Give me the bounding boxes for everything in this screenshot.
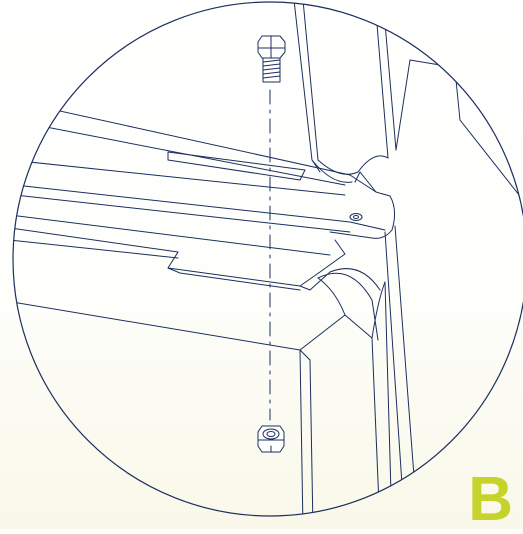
hex-bolt-icon: [258, 36, 285, 82]
bolt-hole: [350, 214, 362, 221]
detail-callout-label: B: [468, 469, 513, 531]
upper-frame-rails: [294, 0, 490, 182]
horizontal-extrusion: [10, 100, 385, 258]
corner-post: [0, 269, 392, 529]
mounting-bracket: [330, 172, 395, 238]
hex-nut-icon: [258, 426, 284, 452]
lower-plate: [168, 240, 345, 290]
